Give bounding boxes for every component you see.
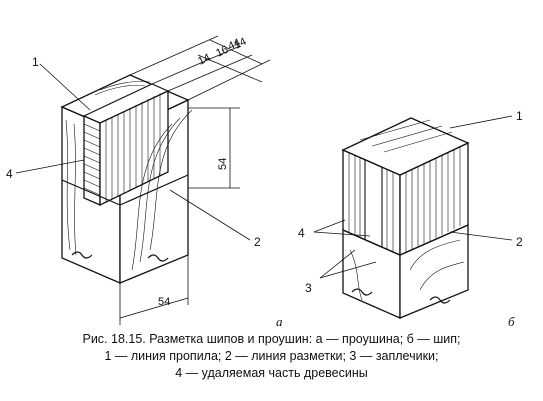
dimension-16: 16	[214, 44, 230, 60]
fig-b-callout-1: 1	[516, 109, 523, 123]
fig-b-block	[341, 117, 470, 319]
fig-a-wood-grain	[65, 80, 193, 271]
fig-a-callout-4: 4	[6, 167, 13, 181]
fig-b-leaders	[313, 115, 513, 279]
dimension-44: 44	[226, 37, 242, 53]
fig-a-callout-1: 1	[32, 55, 39, 69]
fig-b-callout-2: 2	[516, 235, 523, 249]
dimension-14-left: 14	[196, 52, 212, 68]
dimension-54-vertical: 54	[217, 158, 229, 170]
fig-a-dimension-lines	[119, 35, 271, 325]
fig-b-callout-3: 3	[305, 281, 312, 295]
fig-b-wood-grain	[349, 239, 465, 304]
fig-b-hatching	[348, 119, 461, 252]
subfigure-label-b: б	[508, 314, 515, 329]
fig-a-hatching	[83, 93, 161, 202]
fig-a-block	[60, 74, 190, 284]
fig-a-callout-2: 2	[254, 235, 261, 249]
caption-line-2: 1 — линия пропила; 2 — линия разметки; 3…	[104, 349, 439, 363]
caption-line-3: 4 — удаляемая часть древесины	[175, 366, 368, 380]
dimension-14-right: 14	[232, 36, 248, 52]
dimension-54-base: 54	[158, 296, 170, 308]
subfigure-label-a: а	[276, 314, 283, 329]
technical-drawing: 44 14 16 14 54 54 1 4 2 а	[6, 35, 523, 329]
figure-caption: Рис. 18.15. Разметка шипов и проушин: а …	[20, 331, 523, 382]
fig-a-leaders	[15, 63, 251, 241]
fig-b-callout-4: 4	[298, 226, 305, 240]
caption-line-1: Рис. 18.15. Разметка шипов и проушин: а …	[82, 332, 461, 346]
